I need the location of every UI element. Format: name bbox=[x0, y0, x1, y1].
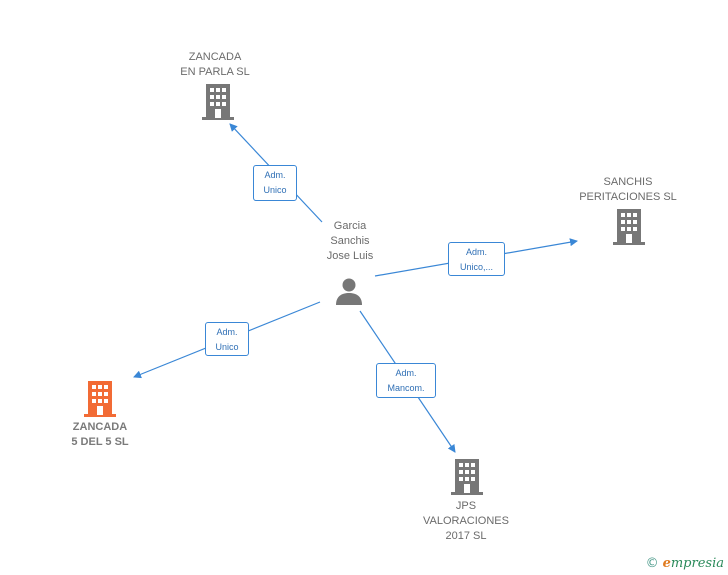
company-label-jps: JPS VALORACIONES 2017 SL bbox=[423, 500, 509, 542]
empresia-watermark: ©empresia bbox=[646, 556, 724, 571]
center-person-label: Garcia Sanchis Jose Luis bbox=[326, 220, 374, 262]
company-node-zancada-5[interactable]: ZANCADA 5 DEL 5 SL bbox=[45, 420, 155, 450]
role-label-sanchis[interactable]: Adm. Unico,... bbox=[448, 242, 505, 276]
building-icon[interactable] bbox=[613, 209, 645, 245]
person-icon[interactable] bbox=[334, 276, 364, 306]
company-label-sanchis: SANCHIS PERITACIONES SL bbox=[579, 176, 677, 203]
company-label-zancada-parla: ZANCADA EN PARLA SL bbox=[180, 51, 250, 78]
brand-initial: e bbox=[662, 556, 671, 571]
building-icon[interactable] bbox=[202, 84, 234, 120]
company-node-zancada-parla[interactable]: ZANCADA EN PARLA SL bbox=[160, 50, 270, 80]
role-label-zancada-parla[interactable]: Adm. Unico bbox=[253, 165, 297, 201]
building-icon[interactable] bbox=[451, 459, 483, 495]
center-person-node[interactable]: Garcia Sanchis Jose Luis bbox=[300, 219, 400, 264]
role-label-jps[interactable]: Adm. Mancom. bbox=[376, 363, 436, 398]
brand-name: mpresia bbox=[670, 556, 724, 571]
building-icon[interactable] bbox=[84, 381, 116, 417]
company-label-zancada-5: ZANCADA 5 DEL 5 SL bbox=[71, 421, 129, 448]
copyright-icon: © bbox=[645, 556, 659, 571]
company-node-jps[interactable]: JPS VALORACIONES 2017 SL bbox=[408, 499, 524, 544]
company-node-sanchis[interactable]: SANCHIS PERITACIONES SL bbox=[567, 175, 689, 205]
role-label-zancada-5[interactable]: Adm. Unico bbox=[205, 322, 249, 356]
